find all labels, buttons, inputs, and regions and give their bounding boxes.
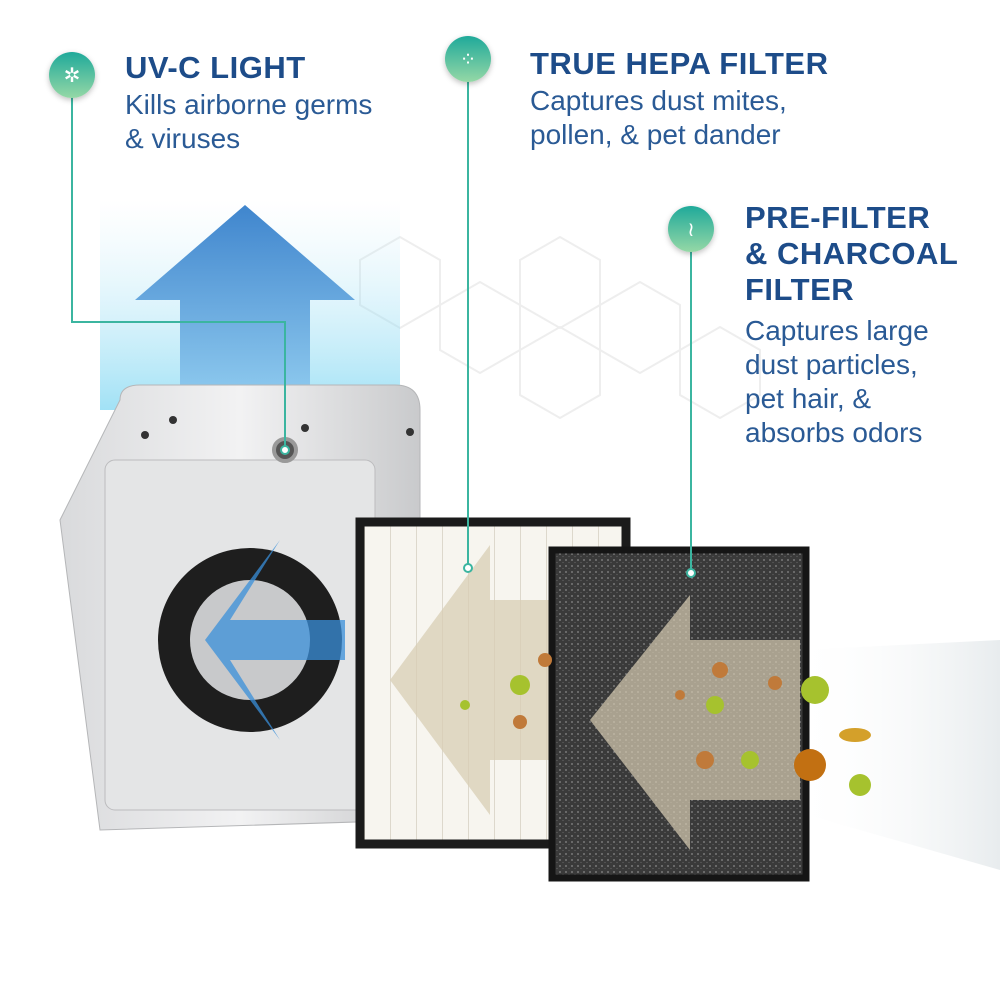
feature-title: TRUE HEPA FILTER (530, 46, 829, 81)
particles-icon: ⁘ (445, 36, 491, 82)
feature-hepa: TRUE HEPA FILTER Captures dust mites, po… (530, 46, 828, 152)
feature-line: Captures dust mites, (530, 85, 787, 116)
feature-line: Kills airborne germs (125, 89, 373, 120)
callout-lines (71, 82, 692, 573)
virus-icon: ✲ (49, 52, 95, 98)
feature-title: PRE-FILTER (745, 200, 931, 235)
feature-uvc: UV-C LIGHT Kills airborne germs & viruse… (125, 50, 372, 156)
feature-prefilter: PRE-FILTER & CHARCOAL FILTER Captures la… (745, 200, 958, 450)
airflow-up-arrow (135, 205, 355, 400)
feature-line: Captures large (745, 315, 929, 346)
hexagon-background (359, 235, 761, 420)
feature-title: FILTER (745, 272, 855, 307)
feature-title: UV-C LIGHT (125, 50, 306, 85)
feature-line: pet hair, & (745, 383, 872, 414)
feature-line: dust particles, (745, 349, 918, 380)
feature-line: pollen, & pet dander (530, 119, 781, 150)
odor-waves-icon: ≀ (668, 206, 714, 252)
feature-line: & viruses (125, 123, 241, 154)
feature-title: & CHARCOAL (745, 236, 959, 271)
feature-line: absorbs odors (745, 417, 923, 448)
particles (460, 653, 871, 796)
